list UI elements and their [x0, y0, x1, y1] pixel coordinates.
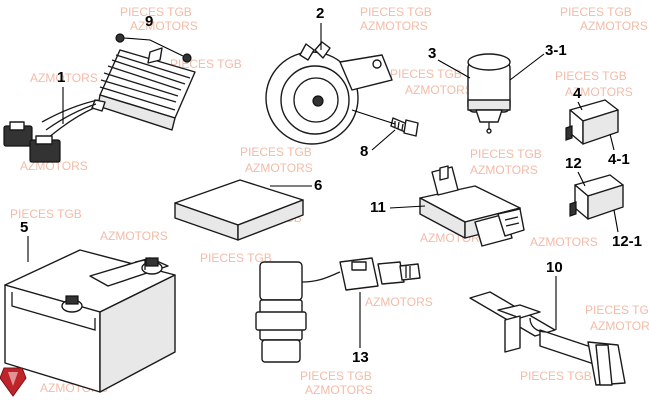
callout-label: 9 [145, 13, 153, 30]
callout-label: 3 [428, 45, 436, 62]
watermark-text: AZMOTORS [130, 19, 198, 33]
watermark-text: AZMOTORS [565, 85, 633, 99]
part-battery-strap [469, 291, 626, 386]
callout-label: 4 [573, 85, 582, 102]
callout-9: 9 [145, 13, 153, 30]
watermark-text: PIECES TGB [360, 5, 432, 19]
watermark-text: AZMOTORS [580, 19, 648, 33]
callout-3: 3 [428, 45, 471, 79]
callout-1: 1 [57, 69, 65, 124]
leader-line [351, 109, 396, 125]
watermark-text: PIECES TGB [470, 147, 542, 161]
callout-12: 12 [565, 155, 586, 187]
watermark-text: AZMOTORS [360, 19, 428, 33]
callout-label: 3-1 [545, 42, 567, 59]
callout-4: 4 [573, 85, 583, 111]
callout-13: 13 [352, 292, 369, 366]
part-battery-pad [174, 179, 304, 241]
part-connector-relay [419, 165, 525, 247]
part-horn [265, 41, 393, 145]
callout-label: 12 [565, 155, 582, 172]
watermark-text: PIECES TGB [300, 369, 372, 383]
watermark-text: AZMOTORS [100, 229, 168, 243]
callout-label: 6 [314, 177, 322, 194]
part-relay-module-4 [565, 99, 619, 145]
watermark-text: PIECES TGB [560, 5, 632, 19]
callout-label: 10 [546, 259, 563, 276]
part-relay [467, 53, 511, 134]
callout-6: 6 [270, 177, 322, 194]
callout-label: 2 [316, 5, 324, 22]
watermark-text: PIECES TGB [10, 207, 82, 221]
callout-label: 5 [20, 219, 28, 236]
callout-4-1: 4-1 [608, 133, 630, 168]
part-relay-module-12 [569, 174, 624, 220]
brand-logo [0, 367, 27, 397]
watermark-text: PIECES TGB [240, 145, 312, 159]
callout-label: 8 [360, 143, 368, 160]
watermark-text: PIECES TGB [200, 251, 272, 265]
watermark-text: AZMOTORS [470, 163, 538, 177]
watermark-text: AZMOTORS [405, 83, 473, 97]
callout-8: 8 [360, 129, 396, 160]
callout-11: 11 [370, 199, 426, 216]
part-sensor-with-connector [255, 257, 421, 363]
callout-5: 5 [20, 219, 29, 262]
watermark-text: AZMOTORS [530, 235, 598, 249]
callout-2: 2 [316, 5, 324, 50]
watermark-text: AZMOTORS [365, 295, 433, 309]
watermark-text: PIECES TGB [585, 303, 649, 317]
callout-label: 1 [57, 69, 65, 86]
callout-3-1: 3-1 [509, 42, 567, 81]
watermark-text: PIECES TGB [555, 69, 627, 83]
watermark-text: AZMOTORS [245, 161, 313, 175]
callout-label: 12-1 [612, 233, 642, 250]
watermark-text: PIECES TGB [120, 5, 192, 19]
watermark-text: PIECES TGB [520, 369, 592, 383]
callout-label: 4-1 [608, 151, 630, 168]
watermark-text: AZMOTORS [590, 319, 649, 333]
callout-10: 10 [546, 259, 563, 330]
part-bolt [390, 117, 419, 137]
part-battery [4, 249, 176, 393]
watermark-text: PIECES TGB [390, 67, 462, 81]
callout-12-1: 12-1 [612, 209, 642, 250]
part-regulator-rectifier [3, 47, 196, 163]
part-screw [115, 33, 192, 63]
watermark-text: AZMOTORS [30, 71, 98, 85]
callout-label: 13 [352, 349, 369, 366]
watermark-text: AZMOTORS [305, 383, 373, 397]
callout-label: 11 [370, 199, 386, 216]
watermark-layer: PIECES TGB PIECES TGB PIECES TGB AZMOTOR… [10, 5, 649, 397]
